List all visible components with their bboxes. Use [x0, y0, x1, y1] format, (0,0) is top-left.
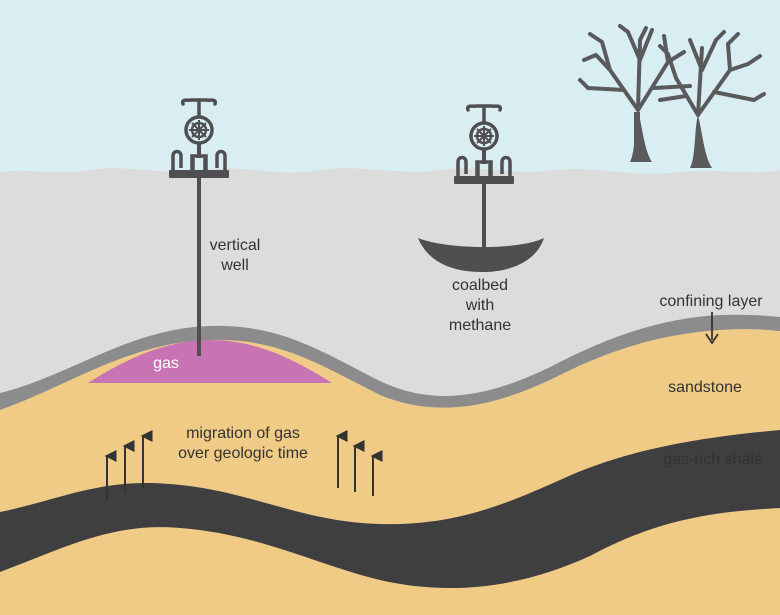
vertical-well	[167, 98, 231, 356]
label-line: migration of gas	[186, 425, 300, 442]
label-line: over geologic time	[178, 445, 308, 462]
label-line: vertical	[209, 237, 261, 254]
migration-label: migration of gas over geologic time	[158, 424, 328, 464]
shale-layer	[0, 430, 780, 588]
migration-arrows	[104, 430, 383, 500]
gas-pocket	[88, 340, 332, 383]
label-line: with	[465, 297, 495, 314]
tree-icon	[578, 24, 766, 168]
label-line: coalbed	[451, 277, 509, 294]
shale-label: gas-rich shale	[663, 451, 763, 468]
coalbed	[418, 238, 544, 272]
confining-layer-label: confining layer	[659, 293, 763, 310]
label-line: methane	[448, 317, 512, 334]
confining-layer-pointer	[705, 312, 719, 345]
coalbed-well	[418, 104, 544, 272]
confining-layer-band	[0, 314, 780, 410]
coalbed-label: coalbed with methane	[430, 276, 530, 336]
label-line: well	[221, 257, 249, 274]
vertical-well-label: vertical well	[190, 236, 280, 276]
sandstone-label: sandstone	[668, 379, 742, 396]
gas-label: gas	[153, 355, 179, 372]
